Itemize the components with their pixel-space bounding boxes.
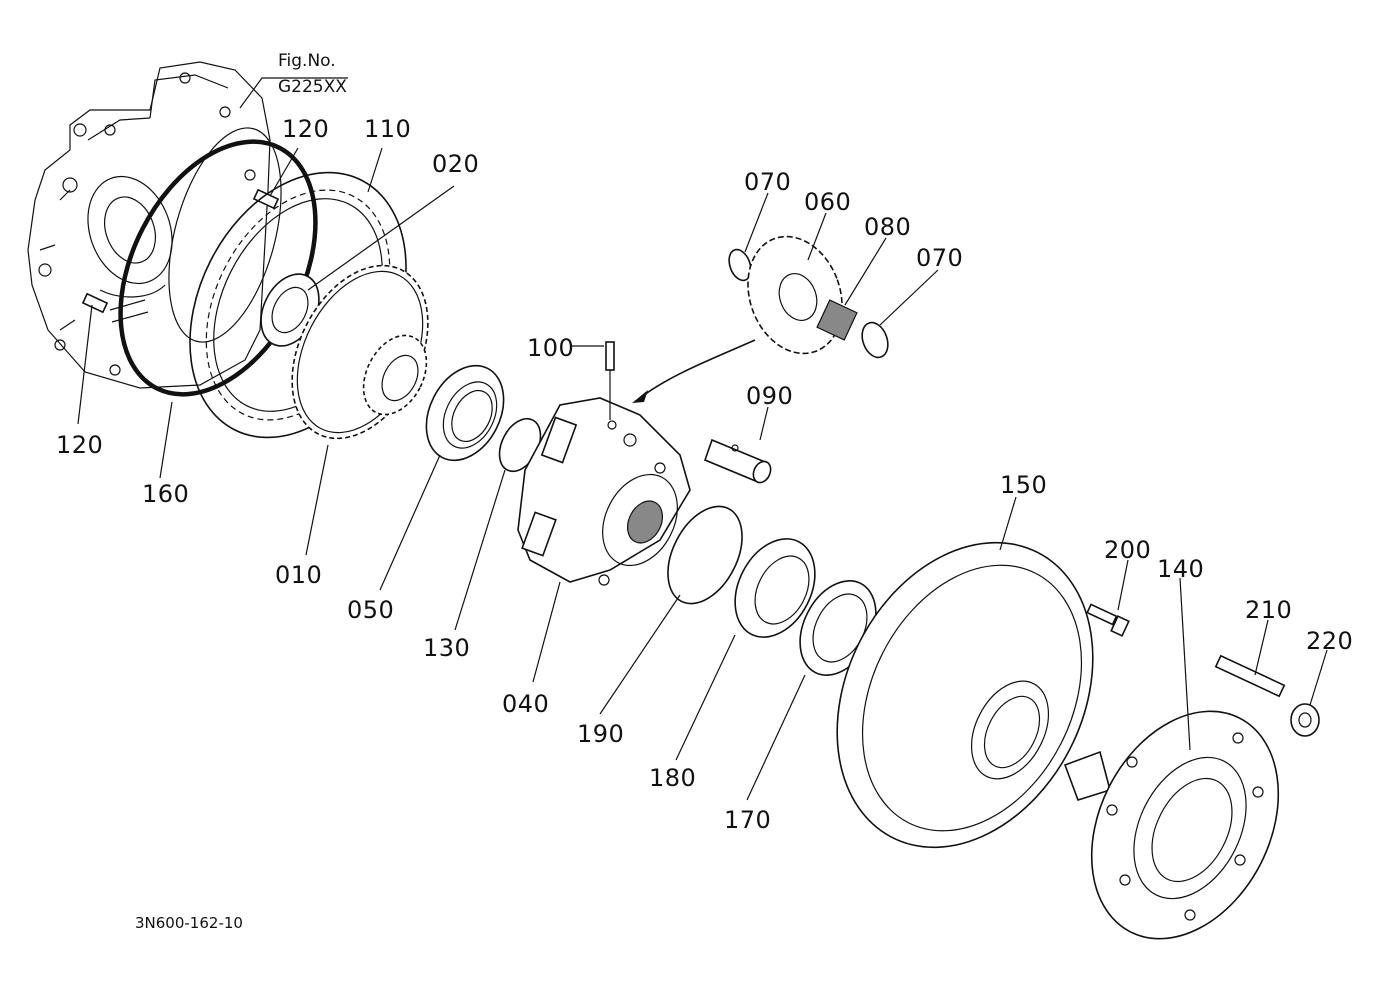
washer-070-left: [728, 248, 752, 282]
planet-gear-060: [747, 235, 843, 355]
callout-090: 090: [746, 382, 794, 410]
cover-150: [836, 541, 1094, 849]
callout-070-right: 070: [916, 244, 964, 272]
callout-190: 190: [577, 720, 625, 748]
callout-130: 130: [423, 634, 471, 662]
callout-110: 110: [364, 115, 412, 143]
callout-070-left: 070: [744, 168, 792, 196]
needle-bearing-080: [816, 299, 858, 341]
snap-ring-190: [667, 505, 743, 605]
callout-010: 010: [275, 561, 323, 589]
hub-140: [1063, 710, 1280, 940]
pin-100: [605, 341, 615, 371]
pin-120-upper: [252, 188, 280, 210]
callout-060: 060: [804, 188, 852, 216]
fig-no-label: Fig.No.: [278, 51, 336, 71]
callout-040: 040: [502, 690, 550, 718]
callout-220: 220: [1306, 627, 1354, 655]
leader-lines: [77, 77, 1328, 801]
shaft-090: [703, 438, 772, 484]
assembly-arrow: [639, 339, 756, 399]
pin-120-lower: [81, 292, 109, 314]
bearing-180: [734, 538, 816, 638]
callout-170: 170: [724, 806, 772, 834]
callout-050: 050: [347, 596, 395, 624]
callout-080: 080: [864, 213, 912, 241]
planet-carrier-040: [517, 397, 691, 586]
stud-210: [1214, 654, 1286, 698]
callout-180: 180: [649, 764, 697, 792]
callout-200: 200: [1104, 536, 1152, 564]
callout-160: 160: [142, 480, 190, 508]
callout-100: 100: [527, 334, 575, 362]
bolt-200: [1086, 603, 1130, 637]
washer-070-right: [861, 321, 889, 359]
axle-housing: [27, 61, 282, 389]
drawing-code: 3N600-162-10: [135, 914, 243, 932]
callout-140: 140: [1157, 555, 1205, 583]
nut-220: [1290, 703, 1320, 737]
bearing-050: [425, 364, 505, 462]
bearing-020: [260, 273, 320, 347]
fig-no-value: G225XX: [278, 77, 347, 97]
callout-020: 020: [432, 150, 480, 178]
callout-210: 210: [1245, 596, 1293, 624]
callout-120-upper: 120: [282, 115, 330, 143]
callout-150: 150: [1000, 471, 1048, 499]
carrier-gear-010: [291, 264, 429, 440]
callout-120-lower: 120: [56, 431, 104, 459]
